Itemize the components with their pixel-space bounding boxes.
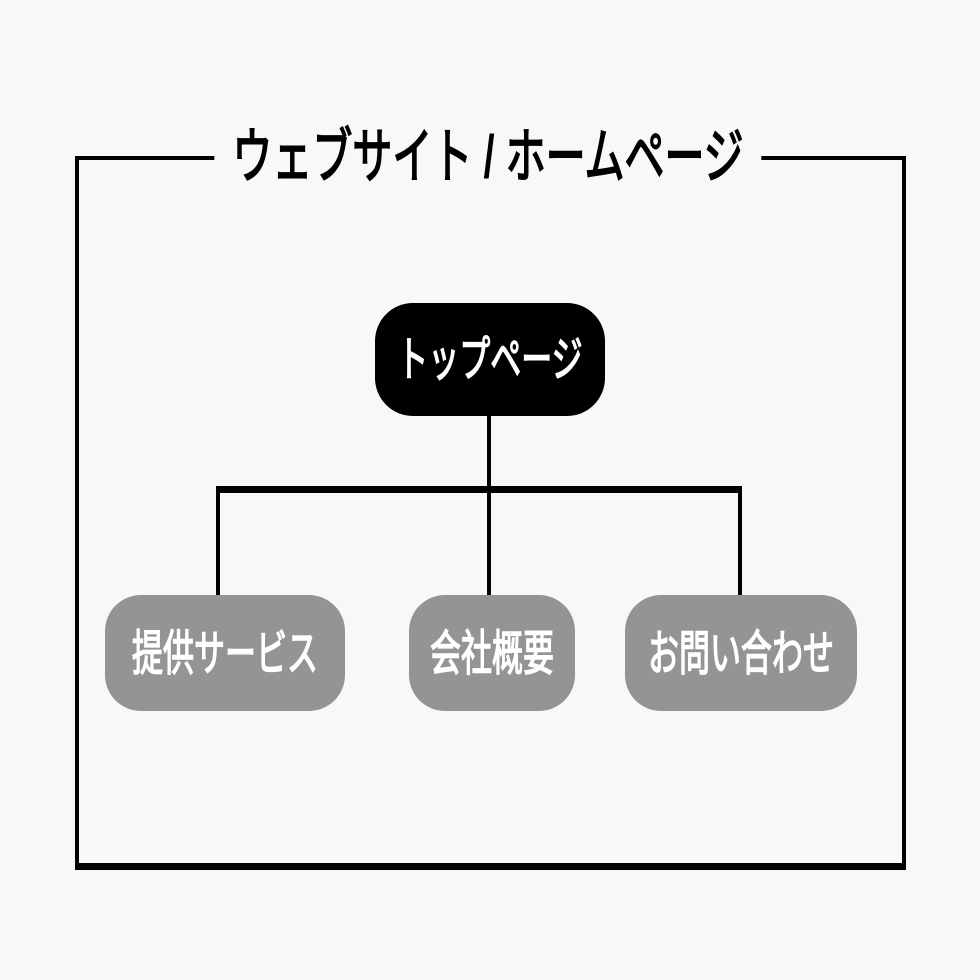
connector-root-to-bar [487,416,491,595]
diagram-title: ウェブサイト / ホームページ [214,128,762,188]
node-contact: お問い合わせ [625,595,857,711]
node-contact-label: お問い合わせ [648,625,834,681]
diagram-title-text: ウェブサイト / ホームページ [232,125,744,191]
node-services: 提供サービス [105,595,345,711]
node-company-overview-label: 会社概要 [430,625,554,681]
node-top-page: トップページ [375,303,605,416]
node-company-overview: 会社概要 [409,595,575,711]
connector-drop-contact [738,490,742,595]
node-top-page-label: トップページ [397,332,583,387]
connector-drop-services [216,490,220,595]
connector-horizontal-bar [216,486,742,493]
node-services-label: 提供サービス [132,625,318,681]
